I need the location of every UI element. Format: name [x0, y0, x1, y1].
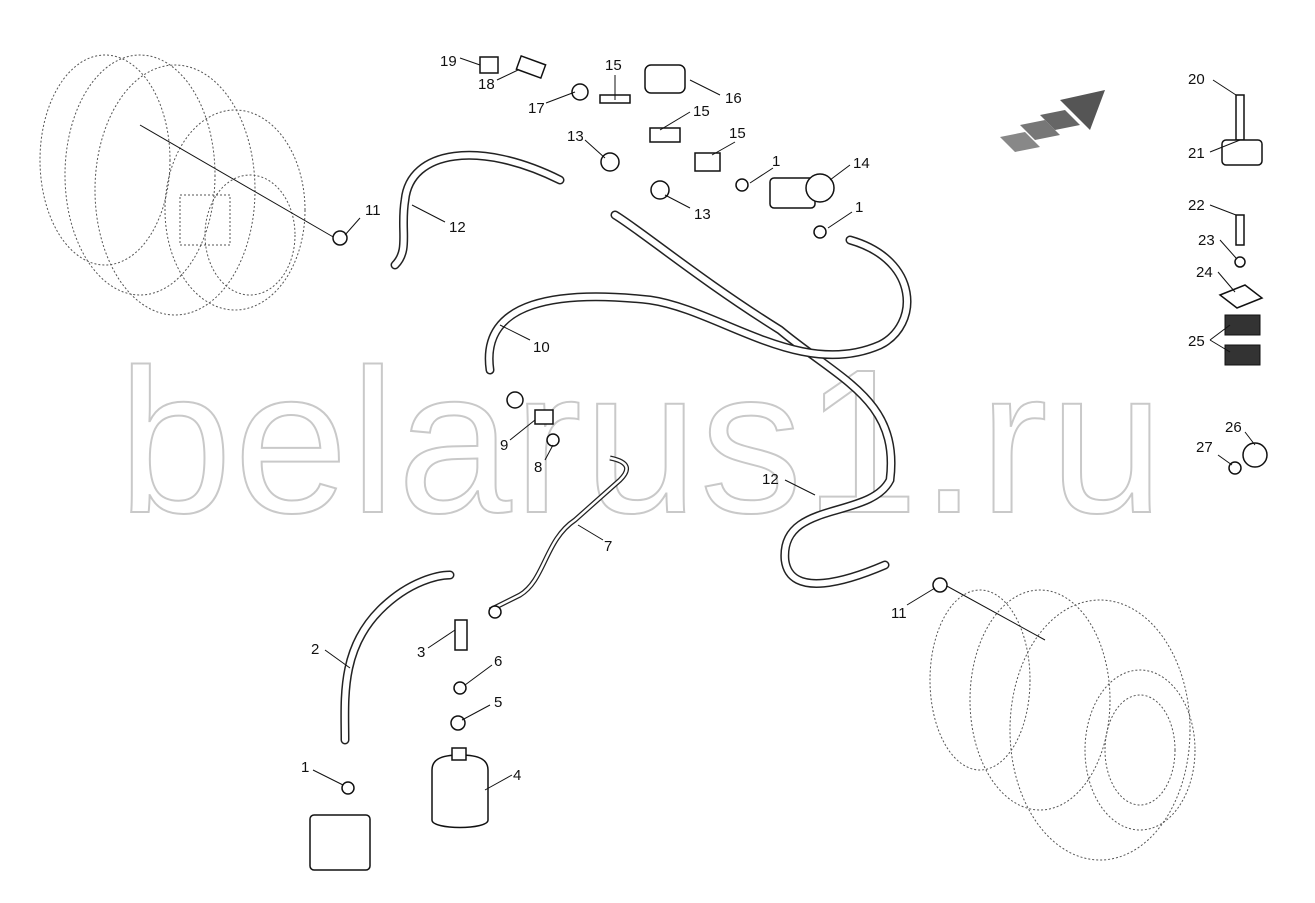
callout-10: 10: [533, 339, 550, 356]
callout-11: 11: [365, 202, 381, 219]
leader-lines: [312, 57, 1256, 791]
callout-19: 19: [440, 53, 457, 70]
callout-13: 13: [567, 128, 584, 145]
hoses: [340, 150, 912, 745]
callout-21: 21: [1188, 145, 1205, 162]
callout-3: 3: [417, 644, 425, 661]
callout-24: 24: [1196, 264, 1213, 281]
fittings: [309, 55, 948, 871]
callout-9: 9: [500, 437, 508, 454]
callout-26: 26: [1225, 419, 1242, 436]
left-wheel-motor: [39, 54, 336, 316]
hardware-parts: [1218, 94, 1268, 475]
callout-18: 18: [478, 76, 495, 93]
callout-1: 1: [855, 199, 863, 216]
callout-22: 22: [1188, 197, 1205, 214]
callout-27: 27: [1196, 439, 1213, 456]
callout-25: 25: [1188, 333, 1205, 350]
callout-15: 15: [693, 103, 710, 120]
callout-15: 15: [729, 125, 746, 142]
callout-5: 5: [494, 694, 502, 711]
callout-17: 17: [528, 100, 545, 117]
callout-1: 1: [301, 759, 309, 776]
direction-arrow-icon: [1000, 90, 1105, 152]
callout-14: 14: [853, 155, 870, 172]
callout-6: 6: [494, 653, 502, 670]
callout-12: 12: [449, 219, 466, 236]
callout-2: 2: [311, 641, 319, 658]
right-wheel-motor: [929, 584, 1196, 861]
callout-8: 8: [534, 459, 542, 476]
callout-16: 16: [725, 90, 742, 107]
callout-20: 20: [1188, 71, 1205, 88]
callout-23: 23: [1198, 232, 1215, 249]
callout-15: 15: [605, 57, 622, 74]
callout-13: 13: [694, 206, 711, 223]
callout-1: 1: [772, 153, 780, 170]
callout-11: 11: [891, 605, 907, 622]
callout-labels: 19 18 17 15 16 15 13 15 1 14 11 12 13 1 …: [301, 53, 1242, 784]
callout-12: 12: [762, 471, 779, 488]
callout-7: 7: [604, 538, 612, 555]
watermark: belarus1.ru: [118, 327, 1166, 556]
callout-4: 4: [513, 767, 521, 784]
